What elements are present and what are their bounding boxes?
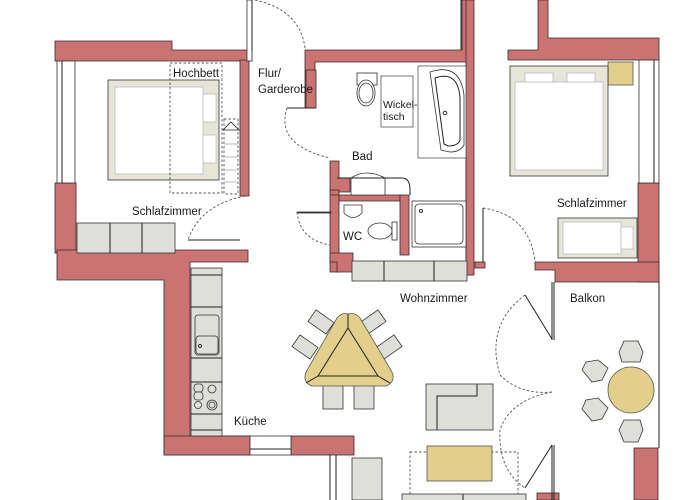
doors: [187, 0, 553, 489]
left-bedroom-furniture: [76, 62, 240, 254]
label-kueche: Küche: [234, 416, 267, 428]
label-hochbett: Hochbett: [173, 68, 220, 80]
living-room-furniture: [291, 260, 527, 500]
bathroom-fixtures: [337, 65, 467, 248]
label-schlafzimmer-left: Schlafzimmer: [132, 206, 202, 218]
right-bedroom-furniture: [509, 61, 638, 259]
label-flur-line2: Garderobe: [258, 84, 313, 96]
label-schlafzimmer-right: Schlafzimmer: [557, 198, 627, 210]
room-labels: Hochbett Flur/ Garderobe Wickel- tisch B…: [132, 68, 627, 428]
windows: [56, 0, 660, 500]
label-wickeltisch-line2: tisch: [383, 111, 405, 123]
label-wickeltisch-line1: Wickel-: [383, 99, 418, 111]
dining-triangle-table: [291, 309, 403, 410]
kitchen-counter: [190, 267, 223, 437]
label-wohnzimmer: Wohnzimmer: [400, 293, 468, 305]
label-wc: WC: [343, 231, 362, 243]
label-flur-line1: Flur/: [258, 68, 282, 80]
balcony-furniture: [581, 340, 655, 443]
walls: [54, 0, 660, 500]
label-balkon: Balkon: [570, 293, 605, 305]
label-bad: Bad: [352, 151, 372, 163]
